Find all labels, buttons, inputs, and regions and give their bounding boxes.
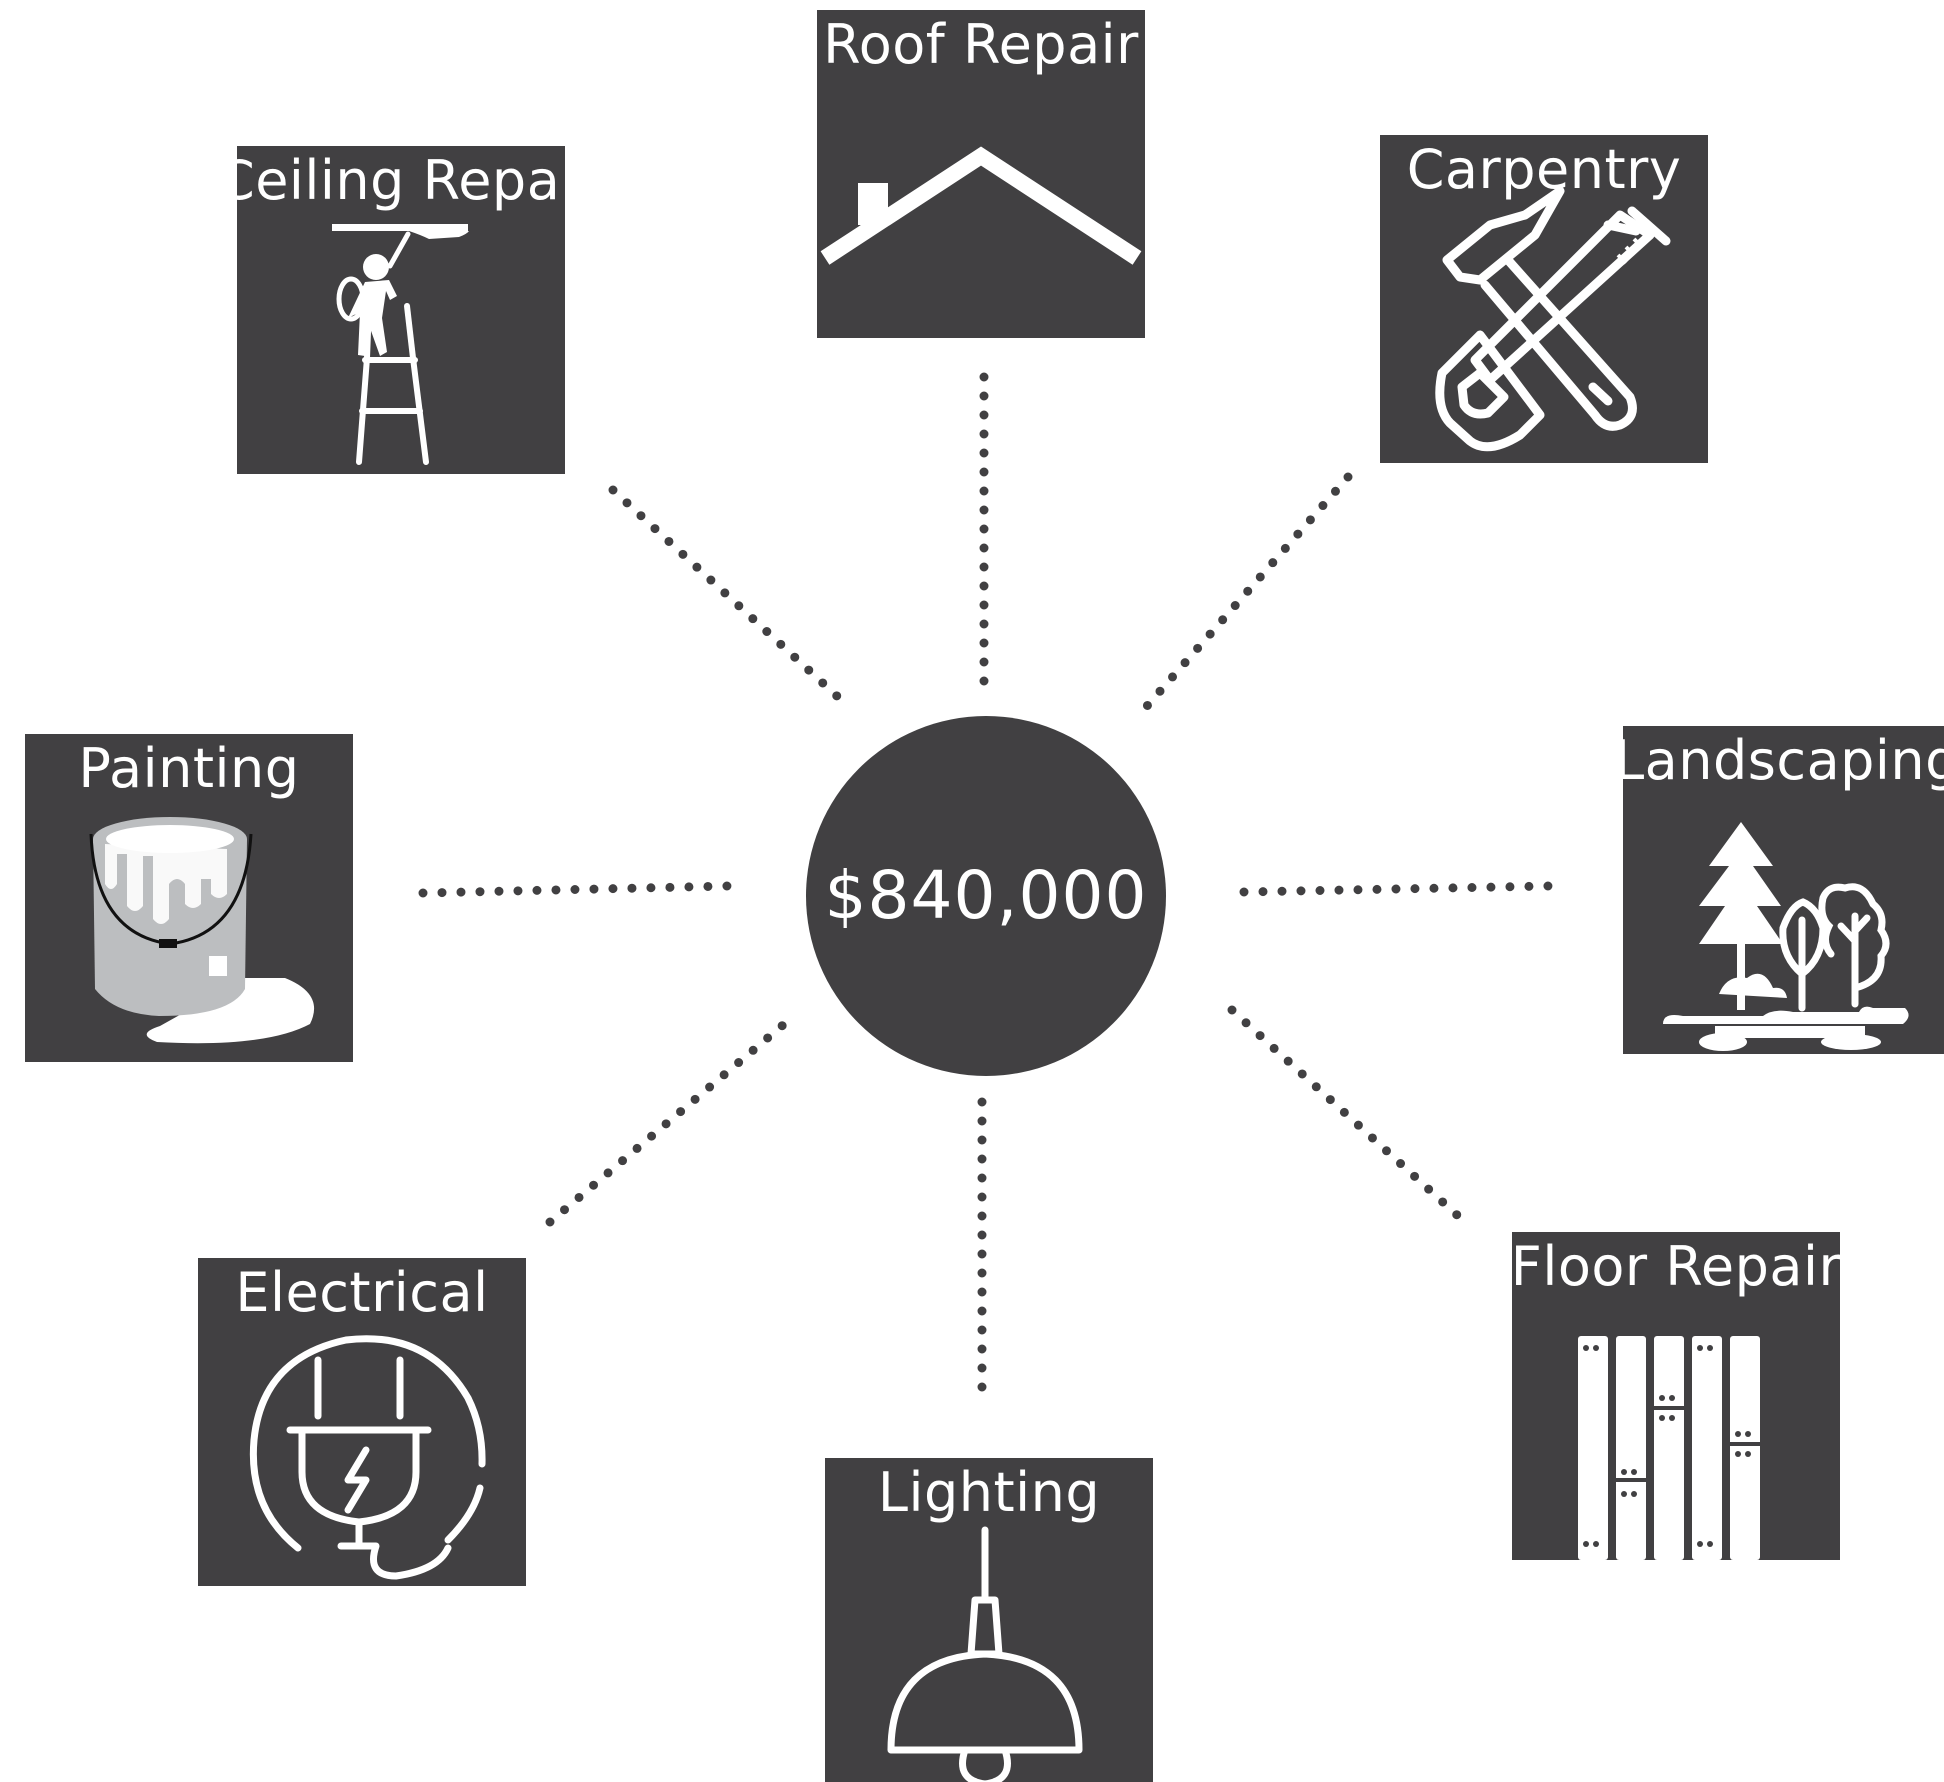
service-tile-lighting: Lighting: [825, 1458, 1153, 1782]
floor-planks-icon: [1578, 1336, 1760, 1560]
connector-carpentry: [1142, 472, 1353, 711]
service-label: Ceiling Repair: [237, 149, 565, 212]
hammer-saw-icon: [1435, 186, 1671, 452]
pendant-lamp-icon: [887, 1526, 1083, 1782]
connector-floor-repair: [1227, 1005, 1462, 1220]
house-roof-icon: [820, 146, 1142, 265]
service-label: Floor Repair: [1512, 1235, 1840, 1298]
service-label: Carpentry: [1406, 138, 1682, 201]
service-tile-roof-repair: Roof Repair: [817, 10, 1145, 338]
connector-ceiling-repair: [608, 485, 843, 702]
service-tile-landscaping: Landscaping: [1623, 726, 1944, 1054]
service-label: Lighting: [877, 1461, 1101, 1524]
power-plug-icon: [249, 1335, 486, 1580]
paint-bucket-icon: [89, 817, 315, 1044]
service-tile-carpentry: Carpentry: [1380, 135, 1708, 463]
service-label: Painting: [78, 737, 300, 800]
trees-icon: [1663, 822, 1909, 1051]
connector-landscaping: [1239, 881, 1553, 897]
ladder-worker-icon: [332, 224, 469, 465]
budget-value: $840,000: [824, 857, 1148, 934]
budget-hub-circle: $840,000: [806, 716, 1166, 1076]
service-label: Electrical: [235, 1261, 489, 1324]
service-tile-painting: Painting: [25, 734, 353, 1062]
connector-electrical: [545, 1020, 788, 1227]
service-label: Roof Repair: [823, 13, 1139, 76]
service-tile-electrical: Electrical: [198, 1258, 526, 1586]
connector-painting: [418, 881, 732, 898]
service-tile-ceiling-repair: Ceiling Repair: [237, 146, 565, 474]
service-tile-floor-repair: Floor Repair: [1512, 1232, 1840, 1560]
service-label: Landscaping: [1623, 729, 1944, 792]
